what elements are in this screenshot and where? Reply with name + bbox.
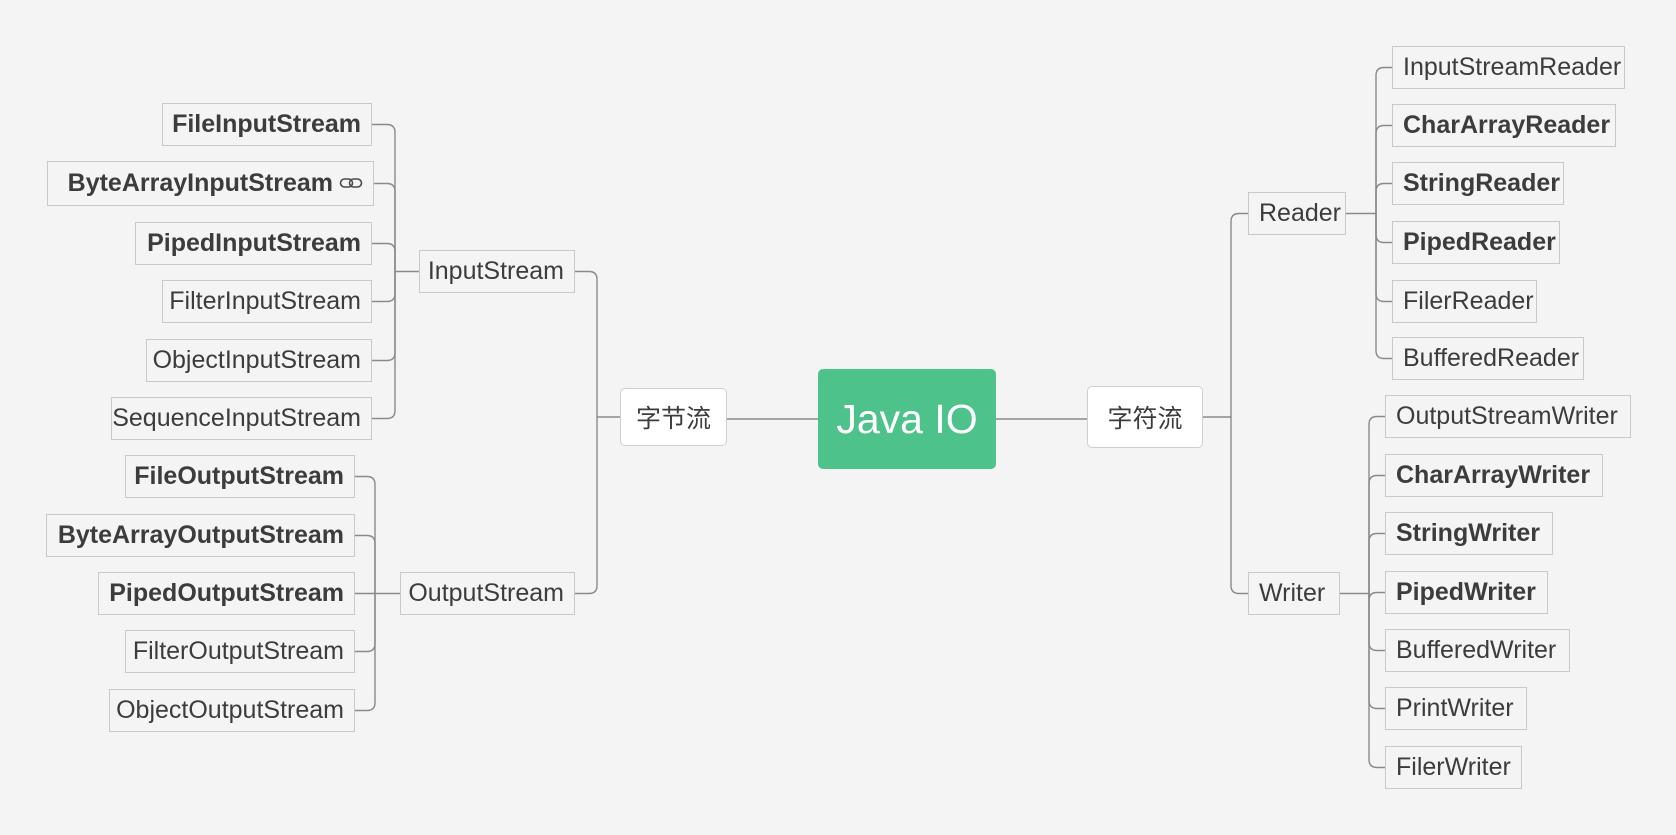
leaf-node[interactable]: BufferedWriter xyxy=(1385,629,1570,672)
leaf-label: StringReader xyxy=(1403,169,1560,197)
leaf-node[interactable]: FilterOutputStream xyxy=(125,630,355,673)
group-writer[interactable]: Writer xyxy=(1248,572,1340,615)
leaf-node[interactable]: CharArrayWriter xyxy=(1385,454,1603,497)
leaf-node[interactable]: PipedReader xyxy=(1392,221,1560,264)
leaf-label: FileInputStream xyxy=(172,110,361,138)
leaf-node[interactable]: StringReader xyxy=(1392,162,1564,205)
branch-label: 字符流 xyxy=(1107,405,1183,433)
branch-char-stream[interactable]: 字符流 xyxy=(1087,386,1203,448)
group-reader[interactable]: Reader xyxy=(1248,192,1346,235)
leaf-label: FilerWriter xyxy=(1396,753,1511,781)
group-label: Writer xyxy=(1259,579,1326,607)
leaf-label: CharArrayReader xyxy=(1403,111,1611,139)
leaf-label: ByteArrayInputStream xyxy=(67,169,333,197)
leaf-node[interactable]: PipedOutputStream xyxy=(98,572,355,615)
group-label: InputStream xyxy=(427,257,564,285)
leaf-label: FilterOutputStream xyxy=(132,637,344,665)
group-outputstream[interactable]: OutputStream xyxy=(400,572,575,615)
leaf-node[interactable]: FilerReader xyxy=(1392,280,1537,323)
leaf-label: BufferedWriter xyxy=(1396,636,1557,664)
leaf-label: StringWriter xyxy=(1396,519,1540,547)
leaf-label: FileOutputStream xyxy=(134,462,344,490)
leaf-node[interactable]: OutputStreamWriter xyxy=(1385,395,1631,438)
leaf-label: BufferedReader xyxy=(1403,344,1580,372)
root-label: Java IO xyxy=(836,395,978,442)
leaf-label: CharArrayWriter xyxy=(1396,461,1591,489)
leaf-label: FilerReader xyxy=(1403,287,1534,315)
leaf-label: FilterInputStream xyxy=(169,287,361,315)
branch-byte-stream[interactable]: 字节流 xyxy=(620,388,727,446)
leaf-label: ObjectInputStream xyxy=(152,346,361,374)
leaf-node[interactable]: SequenceInputStream xyxy=(111,397,372,440)
leaf-node[interactable]: PipedWriter xyxy=(1385,571,1548,614)
leaf-label: PipedReader xyxy=(1403,228,1556,256)
leaf-node[interactable]: FileInputStream xyxy=(162,103,372,146)
leaf-node[interactable]: PrintWriter xyxy=(1385,687,1527,730)
leaf-node[interactable]: ObjectOutputStream xyxy=(109,689,355,732)
leaf-label: PrintWriter xyxy=(1396,694,1514,722)
leaf-node[interactable]: CharArrayReader xyxy=(1392,104,1616,147)
leaf-label: OutputStreamWriter xyxy=(1396,402,1618,430)
link-icon[interactable] xyxy=(339,169,363,198)
leaf-label: ObjectOutputStream xyxy=(116,696,344,724)
leaf-node[interactable]: FilterInputStream xyxy=(162,280,372,323)
root-node[interactable]: Java IO xyxy=(818,369,996,469)
leaf-label: InputStreamReader xyxy=(1403,53,1622,81)
group-label: Reader xyxy=(1259,199,1341,227)
leaf-node[interactable]: ObjectInputStream xyxy=(146,339,372,382)
leaf-label: SequenceInputStream xyxy=(112,404,361,432)
group-label: OutputStream xyxy=(408,579,564,607)
leaf-node[interactable]: StringWriter xyxy=(1385,512,1553,555)
leaf-node[interactable]: BufferedReader xyxy=(1392,337,1584,380)
leaf-label: PipedInputStream xyxy=(147,229,361,257)
leaf-node[interactable]: InputStreamReader xyxy=(1392,46,1625,89)
branch-label: 字节流 xyxy=(635,405,711,433)
leaf-node[interactable]: FilerWriter xyxy=(1385,746,1522,789)
leaf-label: PipedWriter xyxy=(1396,578,1536,606)
leaf-label: ByteArrayOutputStream xyxy=(57,521,344,549)
leaf-node[interactable]: FileOutputStream xyxy=(125,455,355,498)
leaf-label: PipedOutputStream xyxy=(109,579,344,607)
leaf-node[interactable]: PipedInputStream xyxy=(135,222,372,265)
leaf-node[interactable]: ByteArrayInputStream xyxy=(47,161,374,206)
group-inputstream[interactable]: InputStream xyxy=(419,250,575,293)
leaf-node[interactable]: ByteArrayOutputStream xyxy=(46,514,355,557)
